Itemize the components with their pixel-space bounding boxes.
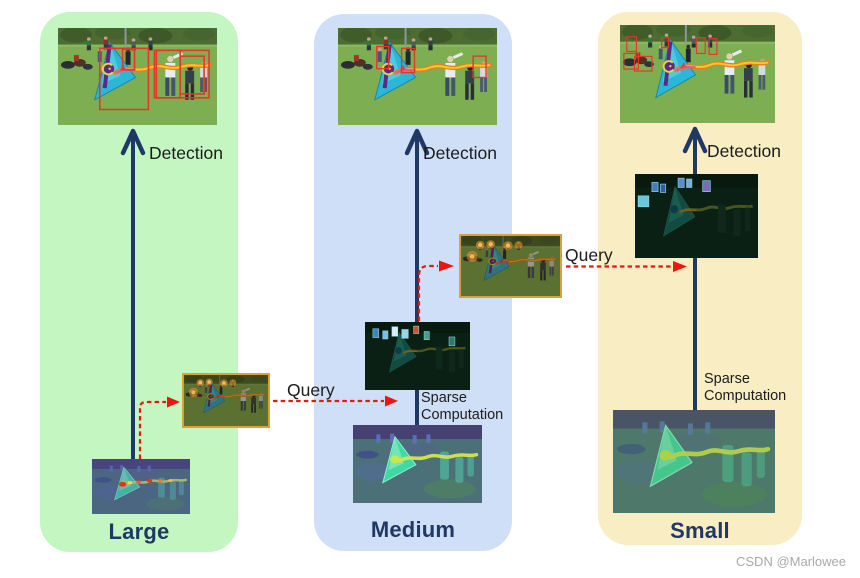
sparse-line1-small: Sparse bbox=[704, 371, 750, 387]
sparse-line2-medium: Computation bbox=[421, 407, 504, 423]
query-arrowhead-1b bbox=[385, 395, 398, 407]
detection-label-large: Detection bbox=[149, 143, 223, 163]
sparse-computation-label-small: Sparse Computation bbox=[704, 371, 786, 405]
detection-image-large bbox=[58, 28, 217, 125]
detection-arrowhead-medium bbox=[404, 128, 430, 156]
query-image-2 bbox=[459, 234, 562, 298]
detection-image-small bbox=[620, 25, 775, 123]
sparse-line2-small: Computation bbox=[704, 388, 787, 404]
detection-label-small: Detection bbox=[707, 141, 781, 161]
panel-label-large: Large bbox=[108, 519, 170, 544]
watermark: CSDN @Marlowee bbox=[736, 554, 846, 569]
query-label-2: Query bbox=[565, 245, 613, 265]
query-arrow-1-rise bbox=[138, 400, 166, 459]
feature-map-small bbox=[635, 174, 758, 258]
sparse-computation-label-medium: Sparse Computation bbox=[421, 390, 503, 424]
query-arrowhead-2a bbox=[439, 260, 454, 272]
query-image-1 bbox=[182, 373, 270, 428]
detection-arrowhead-small bbox=[682, 126, 708, 154]
query-arrow-2-rise bbox=[417, 264, 438, 321]
heatmap-small bbox=[613, 410, 775, 513]
feature-map-medium bbox=[365, 322, 470, 390]
sparse-line1-medium: Sparse bbox=[421, 390, 467, 406]
query-arrowhead-1a bbox=[167, 396, 180, 408]
panel-label-medium: Medium bbox=[370, 517, 456, 542]
panel-label-small: Small bbox=[670, 518, 730, 543]
detection-image-medium bbox=[338, 28, 497, 125]
detection-arrowhead-large bbox=[120, 128, 146, 156]
query-arrowhead-2b bbox=[673, 261, 687, 272]
detection-label-medium: Detection bbox=[423, 143, 497, 163]
heatmap-medium bbox=[353, 425, 482, 503]
query-label-1: Query bbox=[287, 380, 335, 400]
heatmap-large bbox=[92, 459, 190, 514]
